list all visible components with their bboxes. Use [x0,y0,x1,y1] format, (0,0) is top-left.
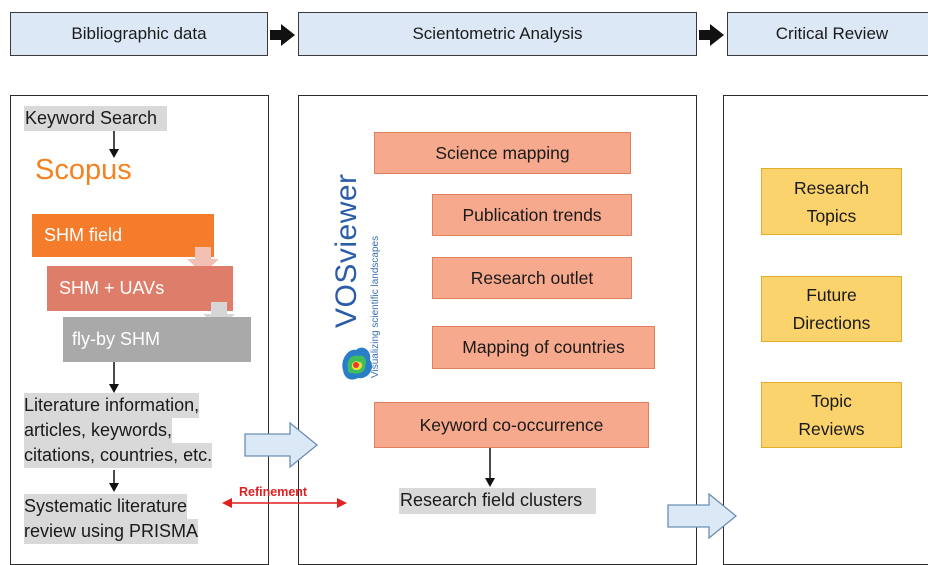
step-shm-uavs: SHM + UAVs [47,266,233,311]
systematic-line: Systematic literature [24,494,188,519]
vosviewer-tagline: Visualizing scientific landscapes [370,235,381,378]
refinement-double-arrow [222,498,347,508]
step-fly-by-shm-label: fly-by SHM [72,329,161,349]
future-directions-box: Future Directions [761,276,902,342]
scopus-logo: Scopus [35,154,132,186]
header-arrow-1 [270,24,295,46]
vosviewer-title: VOSviewer [330,173,363,328]
science-mapping-box: Science mapping [374,132,631,174]
step-shm-field: SHM field [32,214,214,257]
systematic-line: review using PRISMA [24,519,199,544]
header-arrow-2 [699,24,724,46]
arrow-to-systematic [109,470,119,492]
step-shm-field-label: SHM field [44,225,123,245]
vosviewer-logo: VOSviewer Visualizing scientific landsca… [330,173,402,387]
header-scientometric-label: Scientometric Analysis [412,24,583,43]
header-scientometric-analysis: Scientometric Analysis [298,12,697,56]
topic-reviews-box: Topic Reviews [761,382,902,448]
flow-arrow-to-critical [667,492,738,540]
header-critical-review: Critical Review [727,12,928,56]
research-field-clusters-label: Research field clusters [399,488,596,514]
header-bibliographic-label: Bibliographic data [71,24,207,43]
research-topics-line1: Research [794,177,869,198]
keyword-search-label: Keyword Search [24,106,167,131]
mapping-of-countries-box: Mapping of countries [432,326,655,369]
literature-line: articles, keywords, [24,418,173,443]
step-fly-by-shm: fly-by SHM [63,317,251,362]
systematic-review-text: Systematic literature review using PRISM… [24,494,244,544]
publication-trends-label: Publication trends [462,204,602,225]
keyword-co-occurrence-label: Keyword co-occurrence [419,414,604,435]
future-directions-line2: Directions [792,313,871,333]
literature-information-text: Literature information, articles, keywor… [24,393,254,468]
step-shm-uavs-label: SHM + UAVs [59,278,165,298]
literature-line: Literature information, [24,393,200,418]
publication-trends-box: Publication trends [432,194,632,236]
science-mapping-label: Science mapping [435,142,570,163]
arrow-to-clusters [485,448,495,487]
future-directions-line1: Future [806,285,857,305]
research-topics-line2: Topics [806,205,857,226]
topic-reviews-line2: Reviews [798,419,865,439]
research-outlet-box: Research outlet [432,257,632,299]
refinement-label: Refinement [239,485,308,499]
mapping-of-countries-label: Mapping of countries [462,337,625,357]
flow-arrow-to-scientometric [244,421,319,469]
arrow-to-literature [109,362,119,393]
research-outlet-label: Research outlet [470,267,594,288]
arrow-keyword-to-scopus [109,131,119,158]
keyword-co-occurrence-box: Keyword co-occurrence [374,402,649,448]
header-critical-label: Critical Review [775,24,889,43]
vosviewer-heatmap-icon [342,347,373,380]
topic-reviews-line1: Topic [811,391,852,411]
research-topics-box: Research Topics [761,168,902,235]
literature-line: citations, countries, etc. [24,443,213,468]
header-bibliographic-data: Bibliographic data [10,12,268,56]
